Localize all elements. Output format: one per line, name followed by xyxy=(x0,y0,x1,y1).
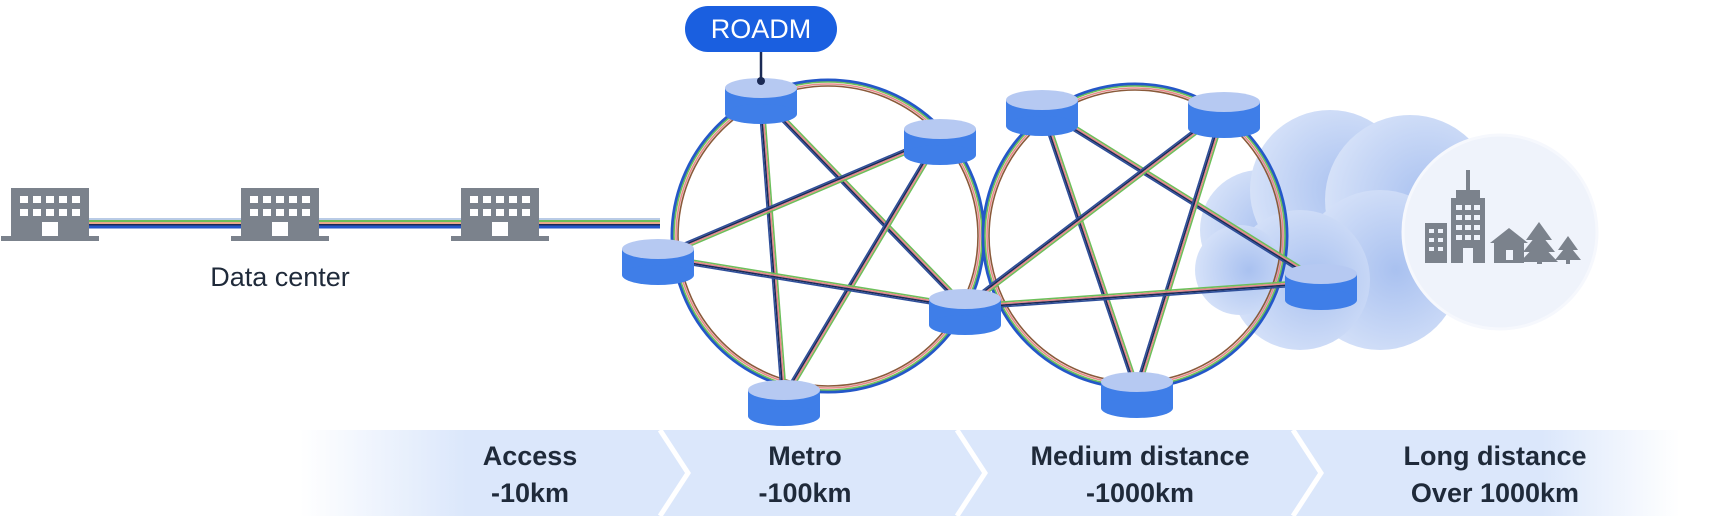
data-center-label: Data center xyxy=(210,262,350,292)
data-center-buildings xyxy=(1,188,549,241)
segment-medium-distance-name: Medium distance xyxy=(1030,441,1250,471)
database-node-icon xyxy=(904,119,976,165)
house-icon xyxy=(1490,228,1528,263)
database-node-icon xyxy=(725,78,797,124)
database-node-icon xyxy=(622,239,694,285)
mesh-link xyxy=(757,95,788,399)
roadm-label: ROADM xyxy=(685,6,837,52)
mesh-link xyxy=(657,253,966,311)
building-icon xyxy=(231,188,329,241)
ring-strand xyxy=(675,83,981,389)
mesh-links xyxy=(656,93,1323,400)
long-distance-area xyxy=(1401,133,1599,331)
mesh-link xyxy=(1040,105,1323,285)
database-node-icon xyxy=(748,380,820,426)
database-node-icon xyxy=(1188,92,1260,138)
segment-medium-distance: Medium distance -1000km xyxy=(995,438,1285,512)
mesh-link xyxy=(963,107,1226,310)
distance-band xyxy=(300,428,1680,518)
ring-strand xyxy=(677,85,979,387)
mesh-link xyxy=(1038,106,1141,392)
segment-metro: Metro -100km xyxy=(705,438,905,512)
database-node-icon xyxy=(929,289,1001,335)
mesh-link xyxy=(964,278,1322,311)
segment-metro-distance: -100km xyxy=(758,478,852,508)
segment-access-distance: -10km xyxy=(490,478,570,508)
segment-access: Access -10km xyxy=(430,438,630,512)
database-node-icon xyxy=(1006,90,1078,136)
database-node-icon xyxy=(1101,372,1173,418)
roadm-pointer xyxy=(757,50,765,85)
mesh-link xyxy=(1133,109,1228,391)
segment-medium-distance-distance: -1000km xyxy=(1085,478,1195,508)
segment-long-distance: Long distance Over 1000km xyxy=(1360,438,1630,512)
access-fiber-bundle xyxy=(60,218,660,229)
database-node-icon xyxy=(1285,264,1357,310)
mesh-link xyxy=(758,93,968,310)
segment-access-name: Access xyxy=(482,441,578,471)
mesh-link xyxy=(781,135,943,400)
roadm-nodes xyxy=(622,78,1357,426)
segment-long-distance-name: Long distance xyxy=(1403,441,1587,471)
city-icon xyxy=(1425,170,1485,263)
segment-metro-name: Metro xyxy=(768,441,842,471)
tree-icon xyxy=(1520,222,1581,264)
building-icon xyxy=(1,188,99,241)
segment-long-distance-distance: Over 1000km xyxy=(1410,478,1580,508)
mesh-link xyxy=(656,134,942,260)
building-icon xyxy=(451,188,549,241)
